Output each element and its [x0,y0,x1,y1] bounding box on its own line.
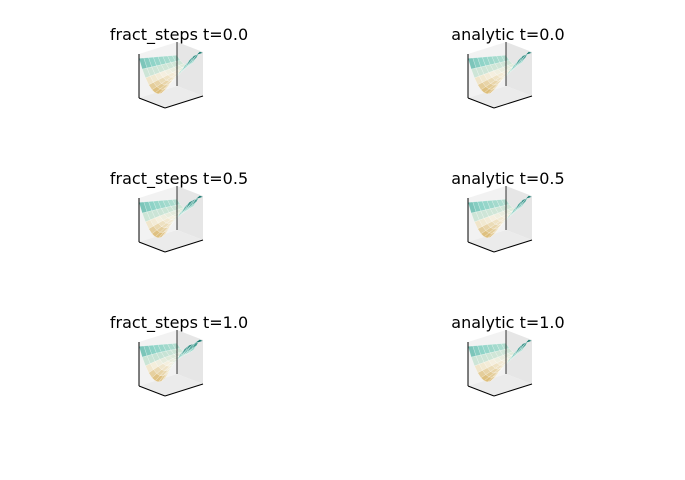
x-axis-line [164,383,204,397]
y-axis-line [467,97,495,109]
surface-panel: analytic t=0.5 [451,169,565,253]
panel-title: fract_steps t=0.0 [110,25,248,45]
surface-panel: analytic t=1.0 [451,313,565,397]
surface-facet [490,228,499,238]
surface-panel: fract_steps t=0.0 [110,25,248,109]
surface-facet [490,84,499,94]
panel-title: analytic t=0.0 [451,25,564,44]
floor-pane [468,86,532,108]
floor-pane [139,374,203,396]
y-axis-line [138,241,166,253]
x-axis-line [164,239,204,253]
surface-facet [161,84,170,94]
x-axis-line [493,239,533,253]
surface-facet [161,227,170,238]
panel-title: fract_steps t=1.0 [110,313,248,333]
floor-pane [468,230,532,252]
x-axis-line [493,383,533,397]
surface-facet [161,370,170,382]
surface-panel: fract_steps t=0.5 [110,169,248,253]
floor-pane [468,374,532,396]
y-axis-line [138,385,166,397]
y-axis-line [467,241,495,253]
x-axis-line [493,95,533,109]
floor-pane [139,230,203,252]
y-axis-line [138,97,166,109]
surface-facet [490,372,499,382]
surface-panel: fract_steps t=1.0 [110,313,248,397]
panel-title: analytic t=1.0 [451,313,564,332]
floor-pane [139,86,203,108]
y-axis-line [467,385,495,397]
x-axis-line [164,95,204,109]
surface-panel: analytic t=0.0 [451,25,565,109]
panel-title: analytic t=0.5 [451,169,564,188]
panel-title: fract_steps t=0.5 [110,169,248,189]
